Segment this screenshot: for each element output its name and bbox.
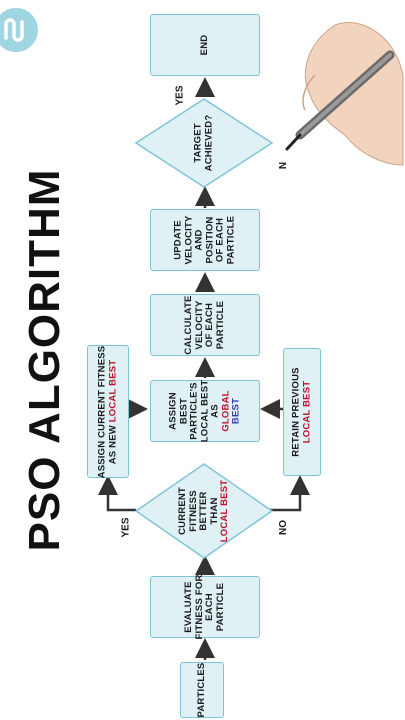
node-assign-local-best-label: ASSIGN CURRENT FITNESS AS NEW LOCAL BEST: [96, 345, 119, 478]
node-decision-fitness-label: CURRENT FITNESS BETTER THAN LOCAL BEST: [176, 479, 230, 543]
node-retain-local-best: RETAIN PREVIOUS LOCAL BEST: [283, 348, 321, 476]
node-calc-velocity: CALCULATE VELOCITY OF EACH PARTICLE: [150, 294, 260, 356]
hand-with-pen-illustration: [285, 21, 404, 166]
node-evaluate-label: EVALUATE FITNESS FOR EACH PARTICLE: [183, 574, 226, 640]
node-assign-global-best-label: ASSIGN BEST PARTICLE'S LOCAL BEST AS GLO…: [167, 379, 242, 443]
arrow-yes-assign-local: [98, 475, 136, 512]
node-decision-target: [134, 98, 274, 188]
logo-mark-icon: [4, 18, 24, 42]
node-decision-target-text-box: TARGET ACHIEVED?: [134, 97, 274, 189]
node-evaluate: EVALUATE FITNESS FOR EACH PARTICLE: [150, 574, 260, 640]
node-decision-fitness: [134, 463, 274, 559]
node-particles-label: PARTICLES: [195, 662, 207, 718]
node-calc-velocity-label: CALCULATE VELOCITY OF EACH PARTICLE: [183, 295, 226, 355]
edge-label-no: NO: [278, 520, 289, 535]
node-assign-global-best: ASSIGN BEST PARTICLE'S LOCAL BEST AS GLO…: [150, 380, 260, 442]
channel-logo: [0, 8, 38, 52]
node-assign-local-best: ASSIGN CURRENT FITNESS AS NEW LOCAL BEST: [87, 345, 129, 478]
edge-label-yes-target: YES: [174, 85, 186, 106]
node-retain-local-best-label: RETAIN PREVIOUS LOCAL BEST: [290, 367, 313, 457]
node-update-position: UPDATE VELOCITY AND POSITION OF EACH PAR…: [150, 209, 260, 271]
node-decision-target-label: TARGET ACHIEVED?: [192, 114, 215, 172]
edge-label-yes: YES: [120, 517, 132, 538]
node-particles: PARTICLES: [180, 662, 224, 718]
arrow-no-retain: [270, 475, 310, 512]
node-end: END: [150, 14, 260, 76]
node-update-position-label: UPDATE VELOCITY AND POSITION OF EACH PAR…: [172, 215, 237, 265]
node-decision-fitness-text-box: CURRENT FITNESS BETTER THAN LOCAL BEST: [134, 462, 274, 560]
node-end-label: END: [198, 34, 210, 56]
